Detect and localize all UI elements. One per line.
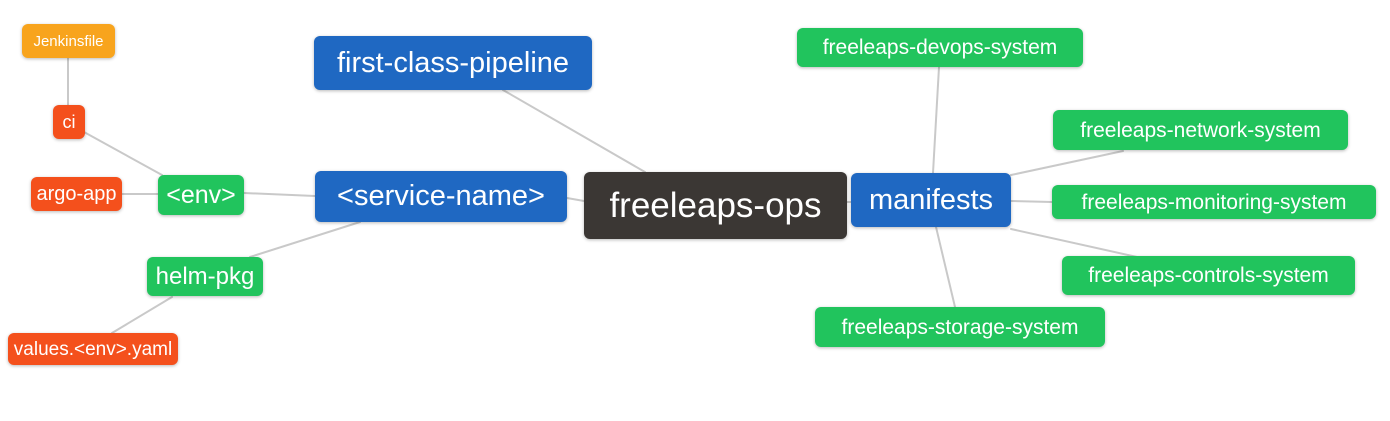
edge-manifests-devops-system [932,66,940,174]
node-service-name[interactable]: <service-name> [315,171,567,222]
node-freeleaps-network-system[interactable]: freeleaps-network-system [1053,110,1348,150]
edge-manifests-controls-system [1010,228,1138,258]
node-first-class-pipeline[interactable]: first-class-pipeline [314,36,592,90]
edge-manifests-monitoring-system [1010,200,1053,203]
node-jenkinsfile[interactable]: Jenkinsfile [22,24,115,58]
node-env[interactable]: <env> [158,175,244,215]
edge-values-helm-pkg [111,296,173,334]
edge-manifests-storage-system [935,226,956,308]
edge-service-name-freeleaps-ops [566,197,585,202]
node-freeleaps-devops-system[interactable]: freeleaps-devops-system [797,28,1083,67]
node-freeleaps-storage-system[interactable]: freeleaps-storage-system [815,307,1105,347]
node-values-env-yaml[interactable]: values.<env>.yaml [8,333,178,365]
edge-manifests-network-system [1010,150,1124,176]
node-manifests[interactable]: manifests [851,173,1011,227]
node-freeleaps-monitoring-system[interactable]: freeleaps-monitoring-system [1052,185,1376,219]
node-freeleaps-controls-system[interactable]: freeleaps-controls-system [1062,256,1355,295]
node-helm-pkg[interactable]: helm-pkg [147,257,263,296]
node-ci[interactable]: ci [53,105,85,139]
node-freeleaps-ops[interactable]: freeleaps-ops [584,172,847,239]
edge-pipeline-freeleaps-ops [502,89,646,173]
edge-ci-env [83,131,163,176]
edge-helm-pkg-service-name [249,221,361,258]
node-argo-app[interactable]: argo-app [31,177,122,211]
edge-env-service-name [243,192,316,197]
